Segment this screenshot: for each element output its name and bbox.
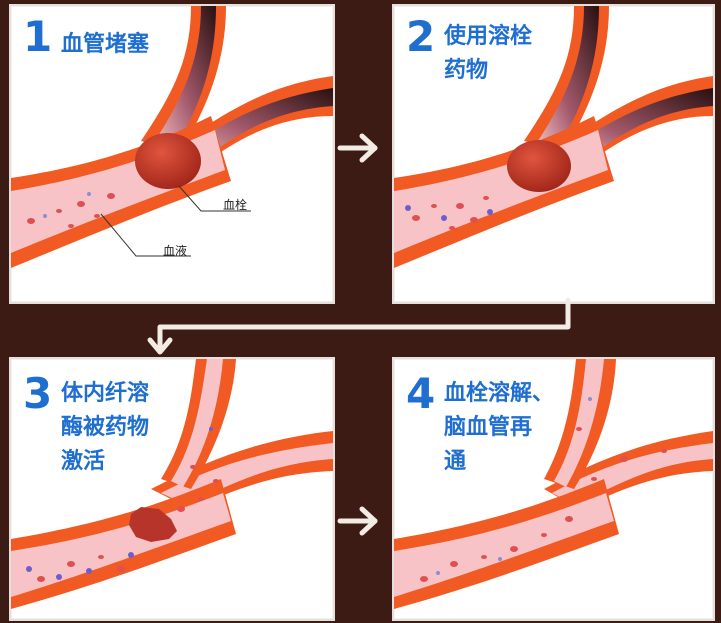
step-2-number: 2 — [406, 12, 435, 61]
step-2-text: 使用溶栓 药物 — [444, 24, 533, 83]
step-1-number: 1 — [23, 12, 52, 61]
panel-step-4: 4 血栓溶解、 脑血管再 通 — [392, 357, 715, 621]
arrow-right-icon — [337, 506, 378, 536]
vessel-illustration-2 — [394, 6, 713, 268]
vessel-illustration-3 — [11, 359, 333, 609]
clot-shape-1 — [135, 133, 201, 189]
panel-step-3: 3 体内纤溶 酶被药物 激活 — [9, 357, 335, 621]
panel-step-1: 1 血管堵塞 血栓 血液 — [9, 4, 335, 304]
clot-shape-2 — [507, 140, 571, 192]
step-1-text: 血管堵塞 — [61, 32, 150, 57]
clot-label: 血栓 — [223, 198, 248, 212]
vessel-illustration-4 — [394, 359, 713, 609]
blood-label: 血液 — [163, 244, 188, 258]
blood-cells-1 — [27, 193, 115, 228]
clot-shape-3 — [129, 507, 177, 542]
step-4-text: 血栓溶解、 脑血管再 通 — [444, 381, 555, 474]
step-4-number: 4 — [406, 369, 435, 418]
panel-step-2: 2 使用溶栓 药物 — [392, 4, 715, 304]
arrow-right-icon — [337, 133, 378, 163]
step-3-number: 3 — [23, 369, 52, 418]
step-3-text: 体内纤溶 酶被药物 激活 — [61, 381, 150, 474]
vessel-illustration-1 — [11, 6, 333, 268]
arrow-down-icon — [147, 297, 571, 355]
